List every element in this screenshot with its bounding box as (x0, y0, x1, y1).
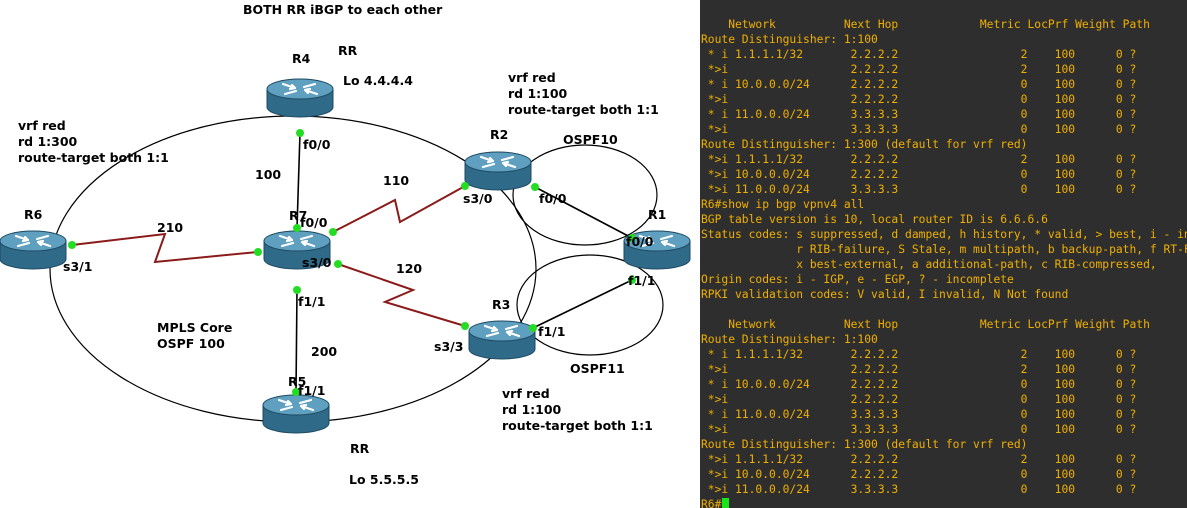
terminal-line: Status codes: s suppressed, d damped, h … (701, 228, 1187, 241)
r7-f11-label: f1/1 (298, 294, 325, 309)
r6-s31-label: s3/1 (63, 259, 92, 274)
port-status-dots (68, 129, 636, 396)
vrf-r2-line2: rd 1:100 (508, 86, 568, 101)
terminal-prompt: R6# (701, 498, 722, 508)
r2-f00-label: f0/0 (539, 191, 567, 206)
router-r3-label: R3 (492, 297, 510, 312)
router-r7-label: R7 (289, 208, 307, 223)
terminal-line: *>i 2.2.2.2 2 100 0 ? (701, 63, 1137, 76)
terminal-console[interactable]: Network Next Hop Metric LocPrf Weight Pa… (700, 0, 1187, 508)
router-r3-icon[interactable] (467, 319, 537, 361)
router-r1-label: R1 (648, 207, 666, 222)
terminal-line: *>i 2.2.2.2 0 100 0 ? (701, 393, 1137, 406)
terminal-line: Route Distinguisher: 1:100 (701, 333, 878, 346)
link-r3-r1 (532, 279, 633, 329)
r2-s30-label: s3/0 (463, 191, 493, 206)
vrf-r6-line1: vrf red (18, 118, 66, 133)
ospf10-label: OSPF10 (563, 132, 618, 147)
r1-f00-label: f0/0 (626, 234, 654, 249)
terminal-line: * i 1.1.1.1/32 2.2.2.2 2 100 0 ? (701, 48, 1137, 61)
terminal-line: * i 1.1.1.1/32 2.2.2.2 2 100 0 ? (701, 348, 1137, 361)
terminal-line: * i 10.0.0.0/24 2.2.2.2 0 100 0 ? (701, 378, 1137, 391)
terminal-line: *>i 2.2.2.2 0 100 0 ? (701, 93, 1137, 106)
lo4-label: Lo 4.4.4.4 (343, 73, 413, 88)
r5-f11-label: f1/1 (298, 383, 325, 398)
rr-bottom-label: RR (350, 441, 370, 456)
terminal-line: Route Distinguisher: 1:100 (701, 33, 878, 46)
topology-diagram: BOTH RR iBGP to each other R4 RR Lo 4.4.… (0, 2, 692, 487)
router-r4-icon[interactable] (265, 77, 335, 119)
terminal-line: * i 10.0.0.0/24 2.2.2.2 0 100 0 ? (701, 78, 1137, 91)
cost-r4-r7: 100 (255, 167, 281, 182)
router-r6-label: R6 (24, 207, 43, 222)
r4-f00-label: f0/0 (303, 137, 331, 152)
terminal-line: r RIB-failure, S Stale, m multipath, b b… (701, 243, 1187, 256)
vrf-r6-line2: rd 1:300 (18, 134, 78, 149)
router-r2-icon[interactable] (463, 150, 533, 192)
terminal-line: Origin codes: i - IGP, e - EGP, ? - inco… (701, 273, 1014, 286)
lo5-label: Lo 5.5.5.5 (349, 472, 419, 487)
vrf-r6-line3: route-target both 1:1 (18, 150, 169, 165)
terminal-line: *>i 11.0.0.0/24 3.3.3.3 0 100 0 ? (701, 183, 1137, 196)
terminal-line: *>i 2.2.2.2 2 100 0 ? (701, 363, 1137, 376)
terminal-line: Network Next Hop Metric LocPrf Weight Pa… (701, 318, 1150, 331)
terminal-line: Route Distinguisher: 1:300 (default for … (701, 438, 1028, 451)
router-r5-icon[interactable] (261, 393, 331, 435)
vrf-r3-line2: rd 1:100 (502, 402, 562, 417)
cost-r7-r3: 120 (396, 261, 422, 276)
vrf-r3-line3: route-target both 1:1 (502, 418, 653, 433)
vrf-r2-line1: vrf red (508, 70, 556, 85)
terminal-line: RPKI validation codes: V valid, I invali… (701, 288, 1069, 301)
link-r7-r5 (295, 289, 298, 393)
terminal-line: x best-external, a additional-path, c RI… (701, 258, 1157, 271)
r3-f11-label: f1/1 (538, 324, 565, 339)
terminal-line: Network Next Hop Metric LocPrf Weight Pa… (701, 18, 1150, 31)
terminal-line: BGP table version is 10, local router ID… (701, 213, 1048, 226)
terminal-line: *>i 1.1.1.1/32 2.2.2.2 2 100 0 ? (701, 453, 1137, 466)
serial-link-r6-r7 (71, 232, 258, 264)
r7-f00-label: f0/0 (300, 215, 328, 230)
link-r4-r7 (296, 132, 301, 229)
router-r6-icon[interactable] (0, 229, 68, 271)
rr-top-label: RR (338, 43, 358, 58)
terminal-line: * i 11.0.0.0/24 3.3.3.3 0 100 0 ? (701, 408, 1137, 421)
router-r5-label: R5 (288, 374, 306, 389)
cost-r6-r7: 210 (157, 220, 183, 235)
cost-r7-r2: 110 (383, 173, 409, 188)
serial-link-r7-r3 (337, 263, 466, 327)
terminal-line: *>i 10.0.0.0/24 2.2.2.2 0 100 0 ? (701, 468, 1137, 481)
terminal-prompt-line[interactable]: R6# (701, 497, 730, 508)
cost-r7-r5: 200 (311, 344, 337, 359)
terminal-line: Route Distinguisher: 1:300 (default for … (701, 138, 1028, 151)
terminal-line: *>i 1.1.1.1/32 2.2.2.2 2 100 0 ? (701, 153, 1137, 166)
mpls-ospf-label: OSPF 100 (157, 336, 225, 351)
vrf-r3-line1: vrf red (502, 386, 550, 401)
vrf-r2-line3: route-target both 1:1 (508, 102, 659, 117)
terminal-line: *>i 3.3.3.3 0 100 0 ? (701, 123, 1137, 136)
ospf10-area (512, 144, 658, 246)
mpls-core-label: MPLS Core (157, 320, 232, 335)
terminal-line: *>i 3.3.3.3 0 100 0 ? (701, 423, 1137, 436)
r7-s30-label: s3/0 (302, 255, 332, 270)
terminal-cursor (722, 498, 730, 508)
terminal-line: *>i 10.0.0.0/24 2.2.2.2 0 100 0 ? (701, 168, 1137, 181)
diagram-title: BOTH RR iBGP to each other (243, 2, 443, 17)
terminal-line: R6#show ip bgp vpnv4 all (701, 198, 865, 211)
router-r2-label: R2 (490, 127, 508, 142)
topology-canvas: BOTH RR iBGP to each other R4 RR Lo 4.4.… (0, 2, 692, 487)
r3-s33-label: s3/3 (434, 339, 463, 354)
terminal-line: *>i 11.0.0.0/24 3.3.3.3 0 100 0 ? (701, 483, 1137, 496)
link-r2-r1 (534, 186, 633, 239)
terminal-line: * i 11.0.0.0/24 3.3.3.3 0 100 0 ? (701, 108, 1137, 121)
router-r4-label: R4 (292, 51, 311, 66)
ospf11-label: OSPF11 (570, 361, 625, 376)
serial-link-r7-r2 (332, 185, 466, 233)
ospf11-area (516, 254, 664, 356)
r1-f11-label: f1/1 (628, 273, 655, 288)
